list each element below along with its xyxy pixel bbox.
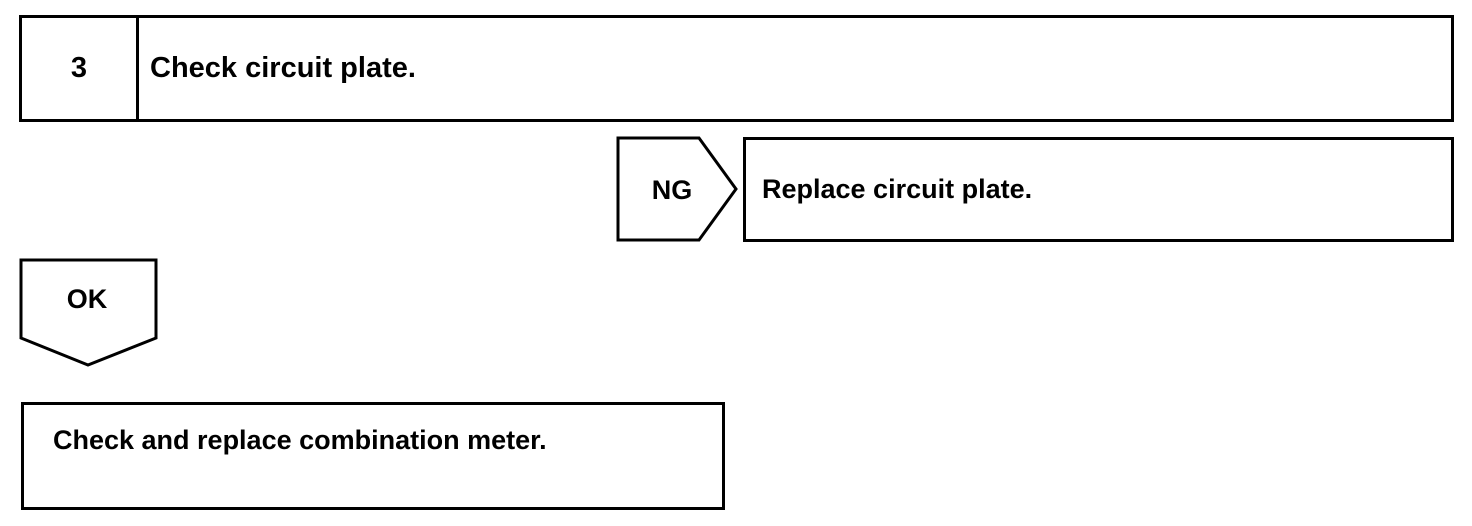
step-box: 3 Check circuit plate.	[19, 15, 1454, 122]
ok-label: OK	[66, 283, 108, 314]
ng-arrow-shape	[616, 136, 738, 242]
step-number: 3	[22, 18, 139, 119]
ng-result-text: Replace circuit plate.	[762, 174, 1033, 204]
ok-arrow-shape	[19, 258, 158, 367]
ng-result-box: Replace circuit plate.	[743, 137, 1454, 242]
step-title: Check circuit plate.	[150, 52, 416, 84]
ok-result-box: Check and replace combination meter.	[21, 402, 725, 510]
ok-result-text: Check and replace combination meter.	[53, 425, 547, 455]
ng-label: NG	[651, 174, 693, 205]
